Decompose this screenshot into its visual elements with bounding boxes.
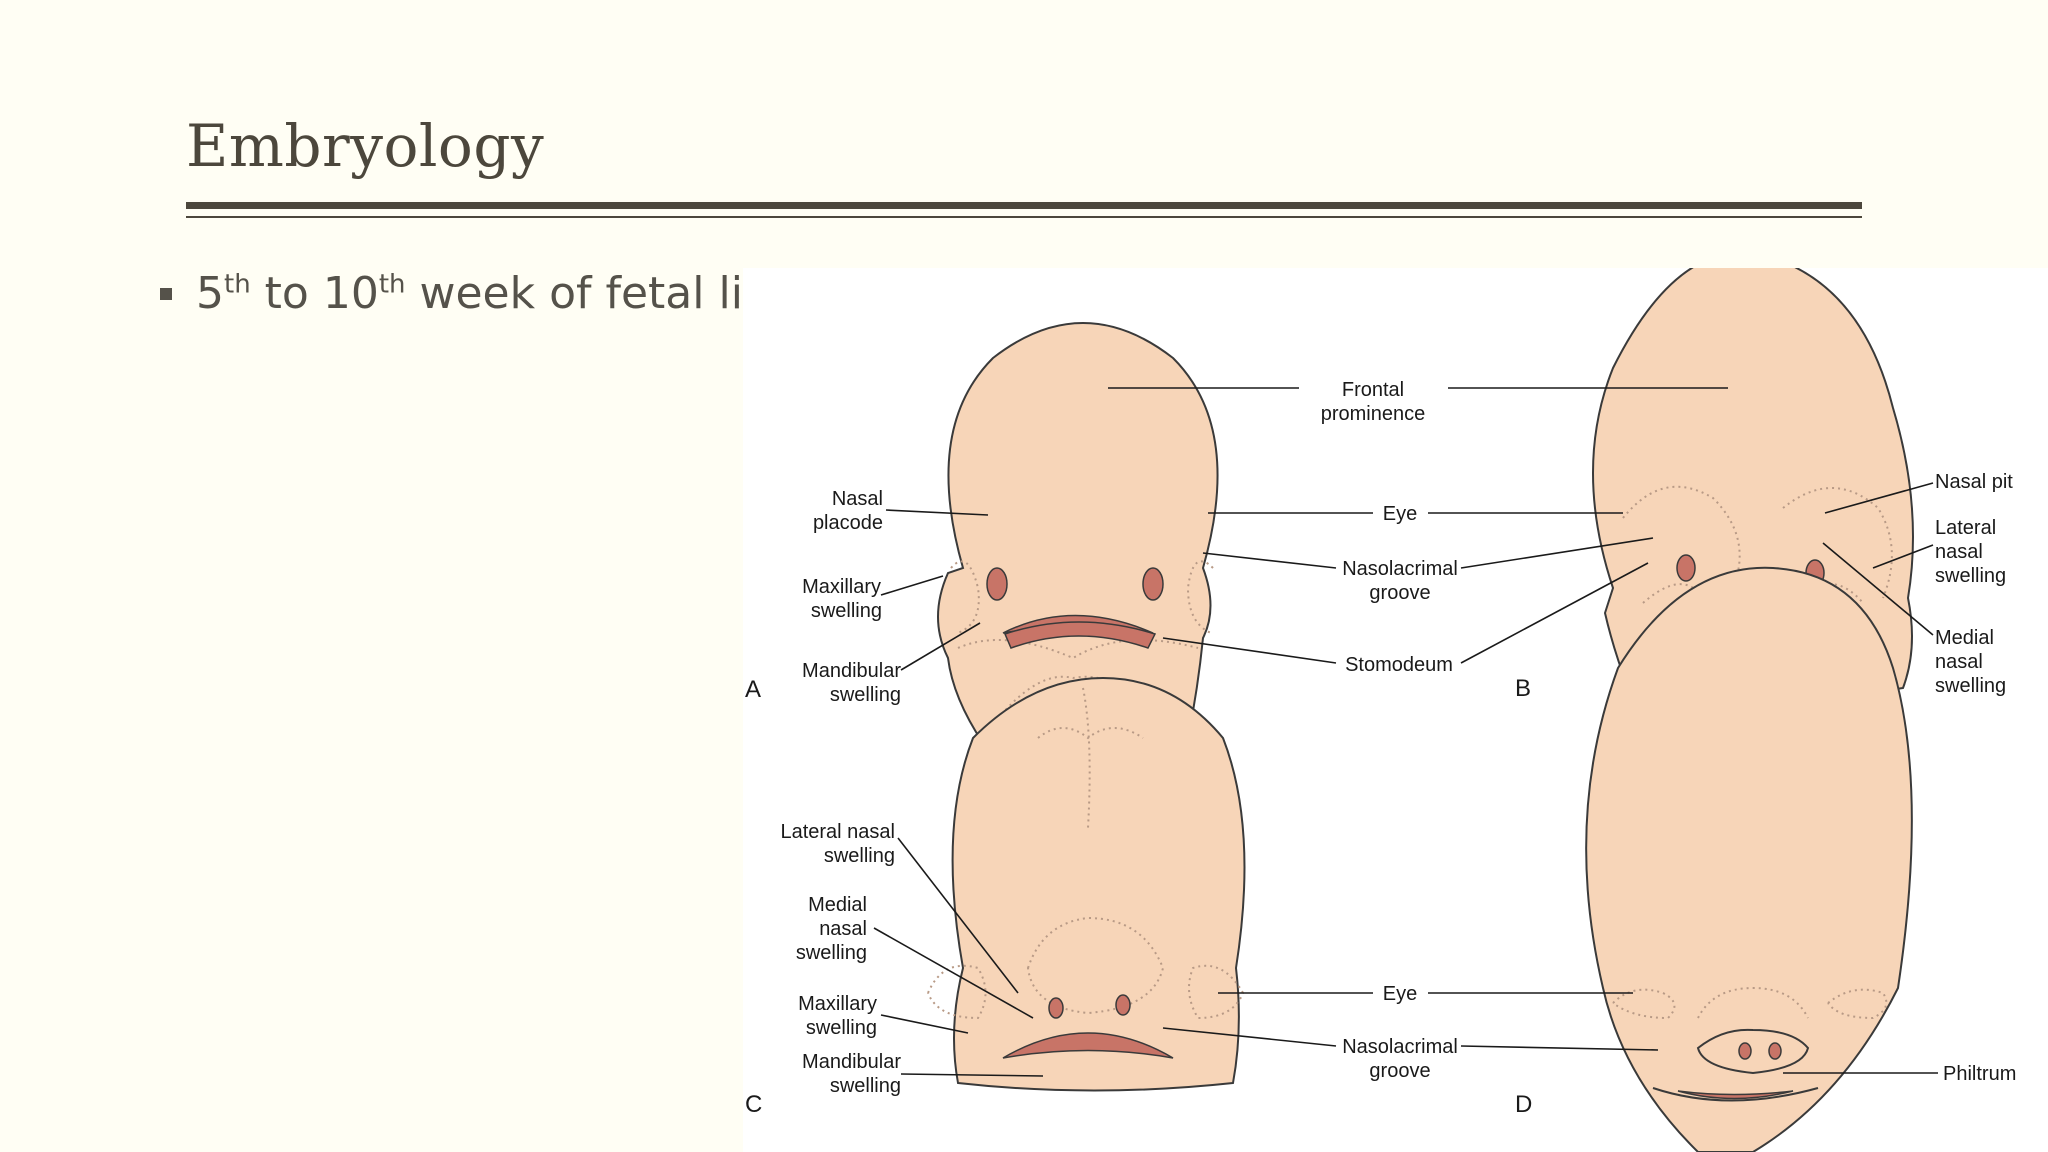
label-nasal-placode-2: placode [813, 512, 883, 534]
label-eye-bottom: Eye [1383, 983, 1417, 1005]
label-eye-top: Eye [1383, 503, 1417, 525]
label-nasal-pit: Nasal pit [1935, 471, 2013, 493]
panel-label-b: B [1515, 675, 1531, 702]
leader-lines [873, 387, 1938, 1077]
panel-label-c: C [745, 1091, 762, 1118]
label-medial-nasal-c-1: Medial [808, 894, 867, 916]
label-maxillary-c-2: swelling [806, 1017, 877, 1039]
panel-c-face [927, 676, 1246, 1092]
panel-d-face [1585, 566, 1913, 1152]
label-medial-nasal-b-3: swelling [1935, 675, 2006, 697]
label-maxillary-a-2: swelling [811, 600, 882, 622]
slide-title: Embryology [186, 112, 545, 180]
bullet-item: 5th to 10th week of fetal life [160, 268, 786, 319]
label-lateral-nasal-c-1: Lateral nasal [780, 821, 895, 843]
label-nasolacrimal-bottom-1: Nasolacrimal [1342, 1036, 1458, 1058]
label-frontal-1: Frontal [1342, 379, 1404, 401]
panel-label-a: A [745, 676, 761, 703]
label-medial-nasal-c-2: nasal [819, 918, 867, 940]
label-medial-nasal-b-2: nasal [1935, 651, 1983, 673]
label-nasolacrimal-top-1: Nasolacrimal [1342, 558, 1458, 580]
bullet-square-icon [160, 287, 172, 300]
bullet-text: 5th to 10th week of fetal life [196, 268, 786, 319]
label-maxillary-c-1: Maxillary [798, 993, 877, 1015]
title-rule-thin [186, 216, 1862, 218]
label-lateral-nasal-b-1: Lateral [1935, 517, 1996, 539]
label-mandibular-a-1: Mandibular [802, 660, 901, 682]
label-lateral-nasal-c-2: swelling [824, 845, 895, 867]
label-nasal-placode-1: Nasal [832, 488, 883, 510]
label-nasolacrimal-top-2: groove [1369, 582, 1430, 604]
label-medial-nasal-b-1: Medial [1935, 627, 1994, 649]
label-lateral-nasal-b-2: nasal [1935, 541, 1983, 563]
label-philtrum: Philtrum [1943, 1063, 2016, 1085]
label-mandibular-c-1: Mandibular [802, 1051, 901, 1073]
label-mandibular-c-2: swelling [830, 1075, 901, 1097]
label-maxillary-a-1: Maxillary [802, 576, 881, 598]
label-lateral-nasal-b-3: swelling [1935, 565, 2006, 587]
panel-label-d: D [1515, 1091, 1532, 1118]
label-medial-nasal-c-3: swelling [796, 942, 867, 964]
label-mandibular-a-2: swelling [830, 684, 901, 706]
label-nasolacrimal-bottom-2: groove [1369, 1060, 1430, 1082]
label-frontal-2: prominence [1321, 403, 1426, 425]
face-development-figure: A B [743, 268, 2048, 1152]
label-stomodeum: Stomodeum [1345, 654, 1453, 676]
bullet-list: 5th to 10th week of fetal life [160, 268, 786, 319]
title-rule-thick [186, 202, 1862, 209]
